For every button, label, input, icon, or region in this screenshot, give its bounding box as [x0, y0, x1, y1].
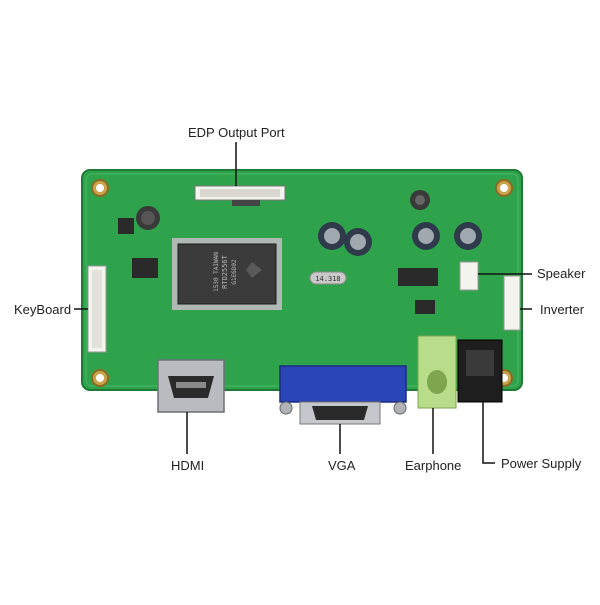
leader-lines: [74, 142, 532, 464]
hdmi-port: [157, 359, 225, 413]
label-inverter: Inverter: [540, 302, 585, 317]
power-jack: [457, 339, 503, 403]
label-edp-output-port: EDP Output Port: [188, 125, 285, 140]
crystal-label: 14.318: [315, 275, 340, 283]
main-chip: RTD2556T 1530 TAIWAN G1E6D02: [172, 238, 282, 310]
keyboard-connector: [87, 265, 107, 353]
edp-connector: [194, 185, 286, 206]
vga-port: [279, 365, 407, 425]
mounting-holes: [91, 179, 513, 387]
label-power-supply: Power Supply: [501, 456, 582, 471]
label-vga: VGA: [328, 458, 356, 473]
capacitors: [136, 190, 482, 256]
small-ics: [118, 218, 438, 314]
inverter-connector: [503, 275, 521, 331]
label-speaker: Speaker: [537, 266, 586, 281]
chip-line3: G1E6D02: [231, 259, 238, 285]
chip-line1: RTD2556T: [221, 254, 229, 289]
earphone-jack: [417, 335, 457, 409]
chip-line2: 1530 TAIWAN: [213, 252, 220, 292]
label-keyboard: KeyBoard: [14, 302, 72, 317]
label-hdmi: HDMI: [171, 458, 205, 473]
speaker-connector: [459, 261, 479, 291]
label-earphone: Earphone: [405, 458, 462, 473]
crystal: 14.318: [309, 271, 347, 285]
